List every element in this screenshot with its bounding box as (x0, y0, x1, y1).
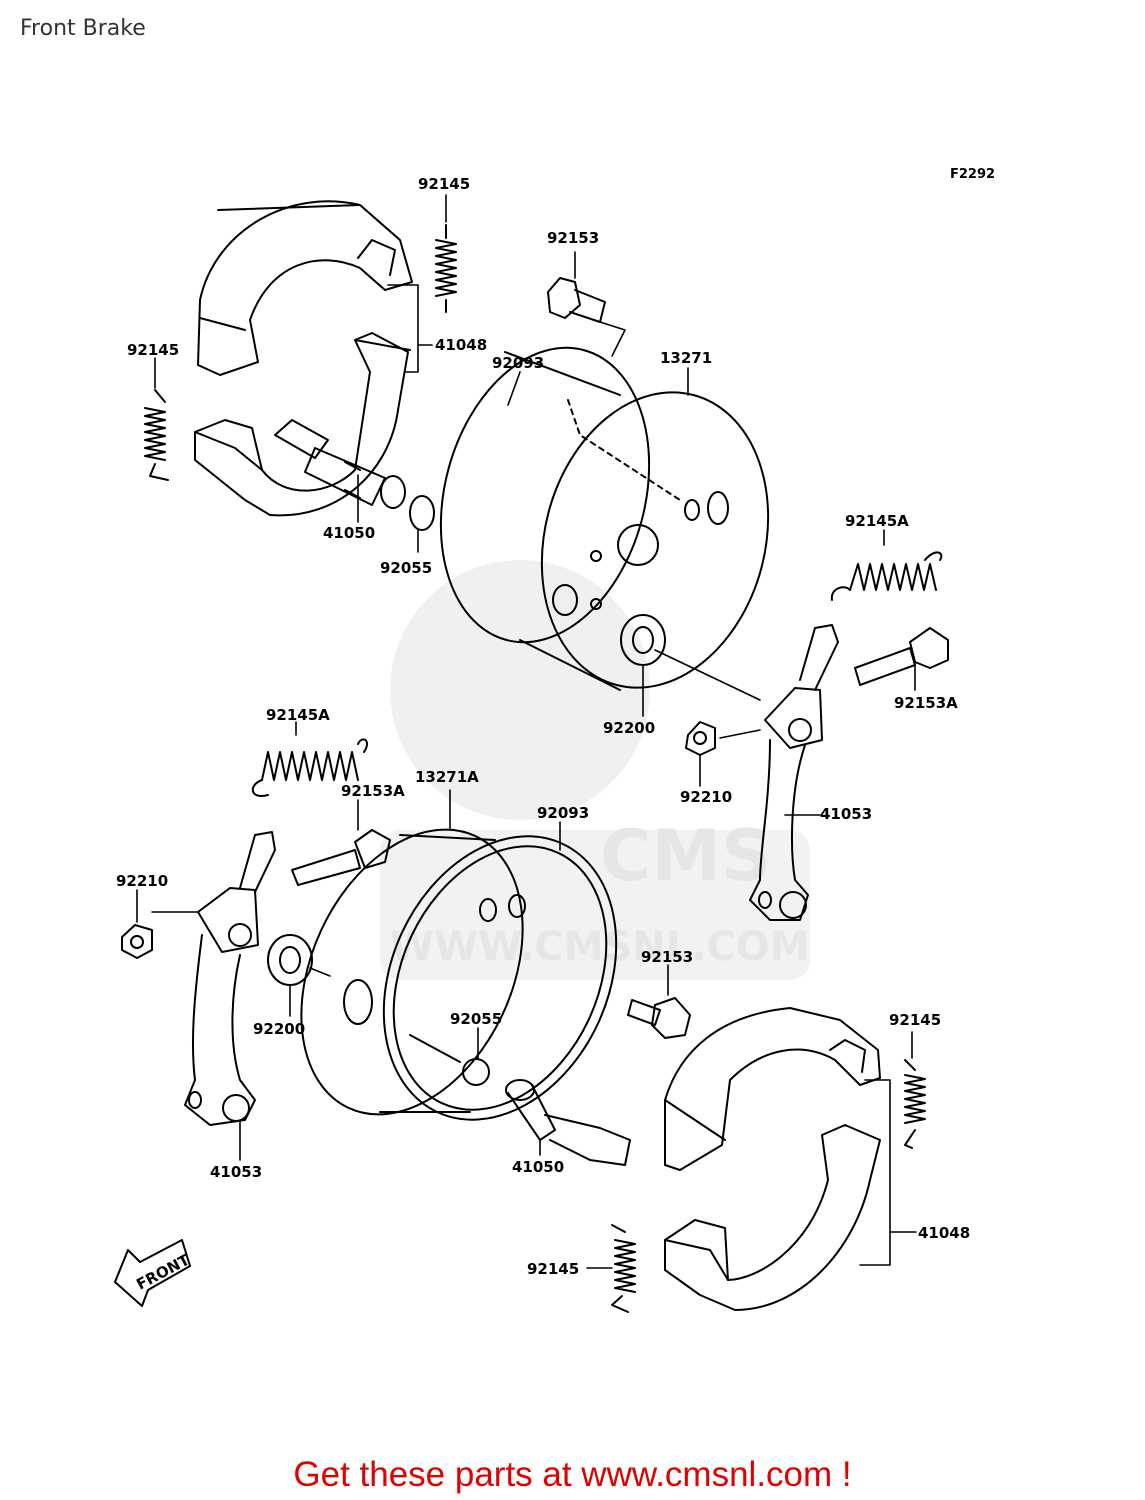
label-92210: 92210 (116, 872, 168, 890)
front-direction-arrow: FRONT (114, 1239, 193, 1307)
diagram-code: F2292 (950, 167, 996, 182)
page-title: Front Brake (20, 16, 146, 41)
label-92055: 92055 (380, 559, 432, 577)
label-92145: 92145 (127, 341, 179, 359)
bolt-92153-lower (627, 997, 691, 1039)
leader-lines (136, 194, 917, 1269)
spring-92145-lower-right (904, 1059, 926, 1149)
label-92145: 92145 (418, 175, 470, 193)
watermark-url: WWW.CMSNL.COM (390, 924, 810, 970)
brake-drum-upper (439, 346, 770, 691)
spring-92145-upper-left (144, 389, 169, 481)
label-41050: 41050 (512, 1158, 564, 1176)
brake-shoe-upper-bottom (194, 332, 411, 517)
spring-92145A-lower (252, 738, 368, 797)
brake-shoe-upper-top (197, 200, 413, 376)
label-41053: 41053 (210, 1163, 262, 1181)
label-41048: 41048 (435, 336, 487, 354)
camshaft-upper (274, 419, 406, 509)
label-41048: 41048 (918, 1224, 970, 1242)
footer-promo-link[interactable]: Get these parts at www.cmsnl.com ! (293, 1455, 852, 1494)
washer-92055-upper (409, 495, 435, 531)
front-arrow-label: FRONT (133, 1250, 193, 1293)
label-92055: 92055 (450, 1010, 502, 1028)
label-13271A: 13271A (415, 768, 479, 786)
label-92145A: 92145A (266, 706, 330, 724)
bolt-92153A-upper (854, 627, 949, 686)
label-41053: 41053 (820, 805, 872, 823)
brake-shoe-lower-bottom (664, 1124, 881, 1311)
nut-92210-lower (121, 924, 153, 959)
label-13271: 13271 (660, 349, 712, 367)
label-92153A: 92153A (894, 694, 958, 712)
watermark: CMS WWW.CMSNL.COM (380, 560, 810, 980)
bolt-92153A-lower (291, 829, 391, 886)
brake-shoe-lower-top (664, 1007, 881, 1171)
label-92145: 92145 (889, 1011, 941, 1029)
label-92145A: 92145A (845, 512, 909, 530)
label-92200: 92200 (253, 1020, 305, 1038)
bolt-92153-upper (547, 277, 606, 323)
label-92145: 92145 (527, 1260, 579, 1278)
label-92210: 92210 (680, 788, 732, 806)
spring-92145-upper-right (435, 224, 457, 313)
spring-92145-lower-left (611, 1224, 636, 1313)
label-92093: 92093 (492, 354, 544, 372)
label-41050: 41050 (323, 524, 375, 542)
camshaft-lower (505, 1079, 631, 1166)
nut-92210-upper (685, 721, 716, 756)
label-92093: 92093 (537, 804, 589, 822)
label-92153: 92153 (547, 229, 599, 247)
spring-92145A-upper (830, 551, 943, 601)
lever-41053-lower (184, 831, 276, 1126)
label-92153: 92153 (641, 948, 693, 966)
brake-drum-lower (300, 828, 618, 1121)
label-92153A: 92153A (341, 782, 405, 800)
watermark-brand: CMS (600, 815, 771, 897)
label-92200: 92200 (603, 719, 655, 737)
lever-41053-upper (749, 624, 839, 921)
